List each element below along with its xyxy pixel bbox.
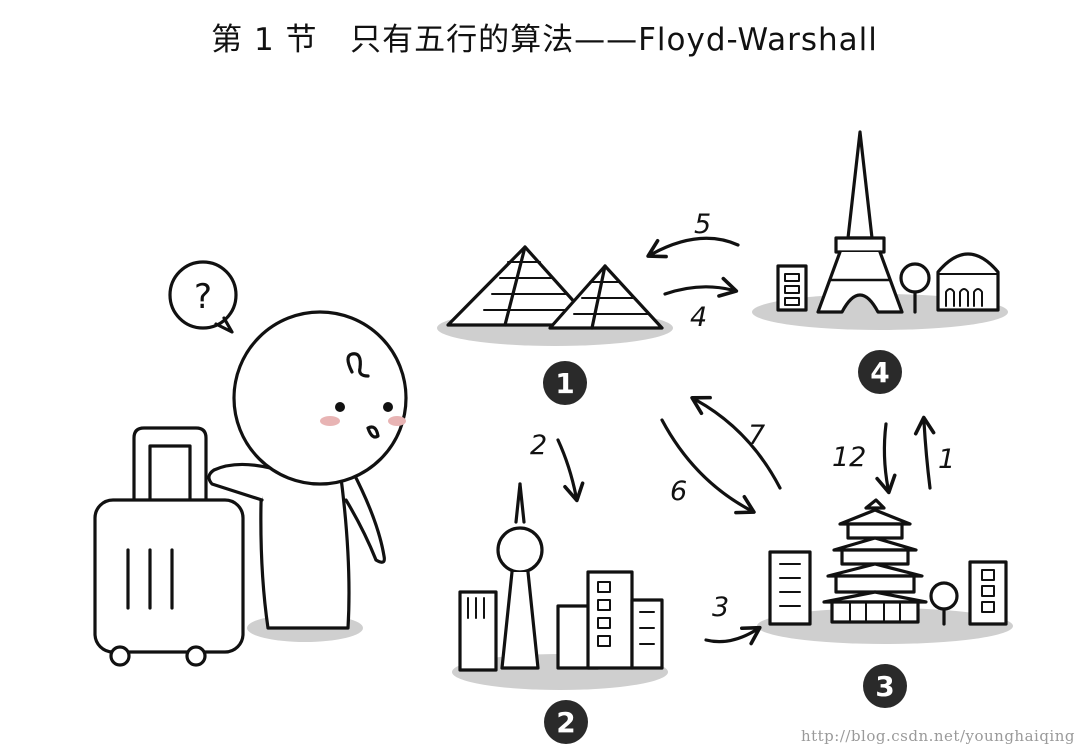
title-name: 只有五行的算法	[350, 22, 575, 58]
node-3-badge: 3	[863, 664, 907, 708]
watermark: http://blog.csdn.net/younghaiqing	[800, 727, 1075, 745]
traveler-character: ?	[93, 260, 408, 667]
node-3-label: 3	[875, 670, 894, 703]
edge-2-3-weight: 3	[712, 592, 729, 623]
edge-3-to-4: 1	[913, 415, 955, 490]
edge-3-1-weight: 7	[748, 420, 765, 451]
edge-1-to-2: 2	[530, 430, 585, 503]
node-4-label: 4	[870, 356, 889, 389]
node-4-landmark	[752, 130, 1008, 330]
page-title: 第 1 节 只有五行的算法——Floyd-Warshall	[0, 14, 1089, 59]
node-1-badge: 1	[543, 361, 587, 405]
title-section: 第 1 节	[211, 22, 318, 58]
edge-3-to-1: 7	[690, 395, 782, 490]
title-algorithm: Floyd-Warshall	[638, 22, 878, 58]
node-1-label: 1	[555, 367, 574, 400]
edge-1-4-weight: 4	[690, 302, 707, 333]
edge-4-to-3: 12	[832, 422, 897, 495]
edge-3-4-weight: 1	[938, 444, 955, 475]
node-1-landmark	[437, 245, 673, 346]
node-2-badge: 2	[544, 700, 588, 744]
suitcase-icon	[93, 426, 245, 667]
edge-4-3-weight: 12	[832, 442, 866, 473]
edge-1-to-3: 6	[660, 418, 756, 515]
node-4-badge: 4	[858, 350, 902, 394]
thought-bubble: ?	[168, 260, 238, 334]
title-dash: ——	[574, 22, 639, 58]
thought-question-mark: ?	[194, 277, 212, 317]
edge-1-3-weight: 6	[670, 476, 687, 507]
node-3-landmark	[757, 498, 1013, 644]
edge-1-to-4: 4	[663, 276, 739, 333]
edge-2-to-3: 3	[704, 592, 762, 646]
node-2-landmark	[452, 482, 668, 690]
edge-1-2-weight: 2	[530, 430, 547, 461]
edge-4-1-weight: 5	[694, 209, 711, 240]
node-2-label: 2	[556, 706, 575, 739]
edge-4-to-1: 5	[646, 209, 740, 259]
